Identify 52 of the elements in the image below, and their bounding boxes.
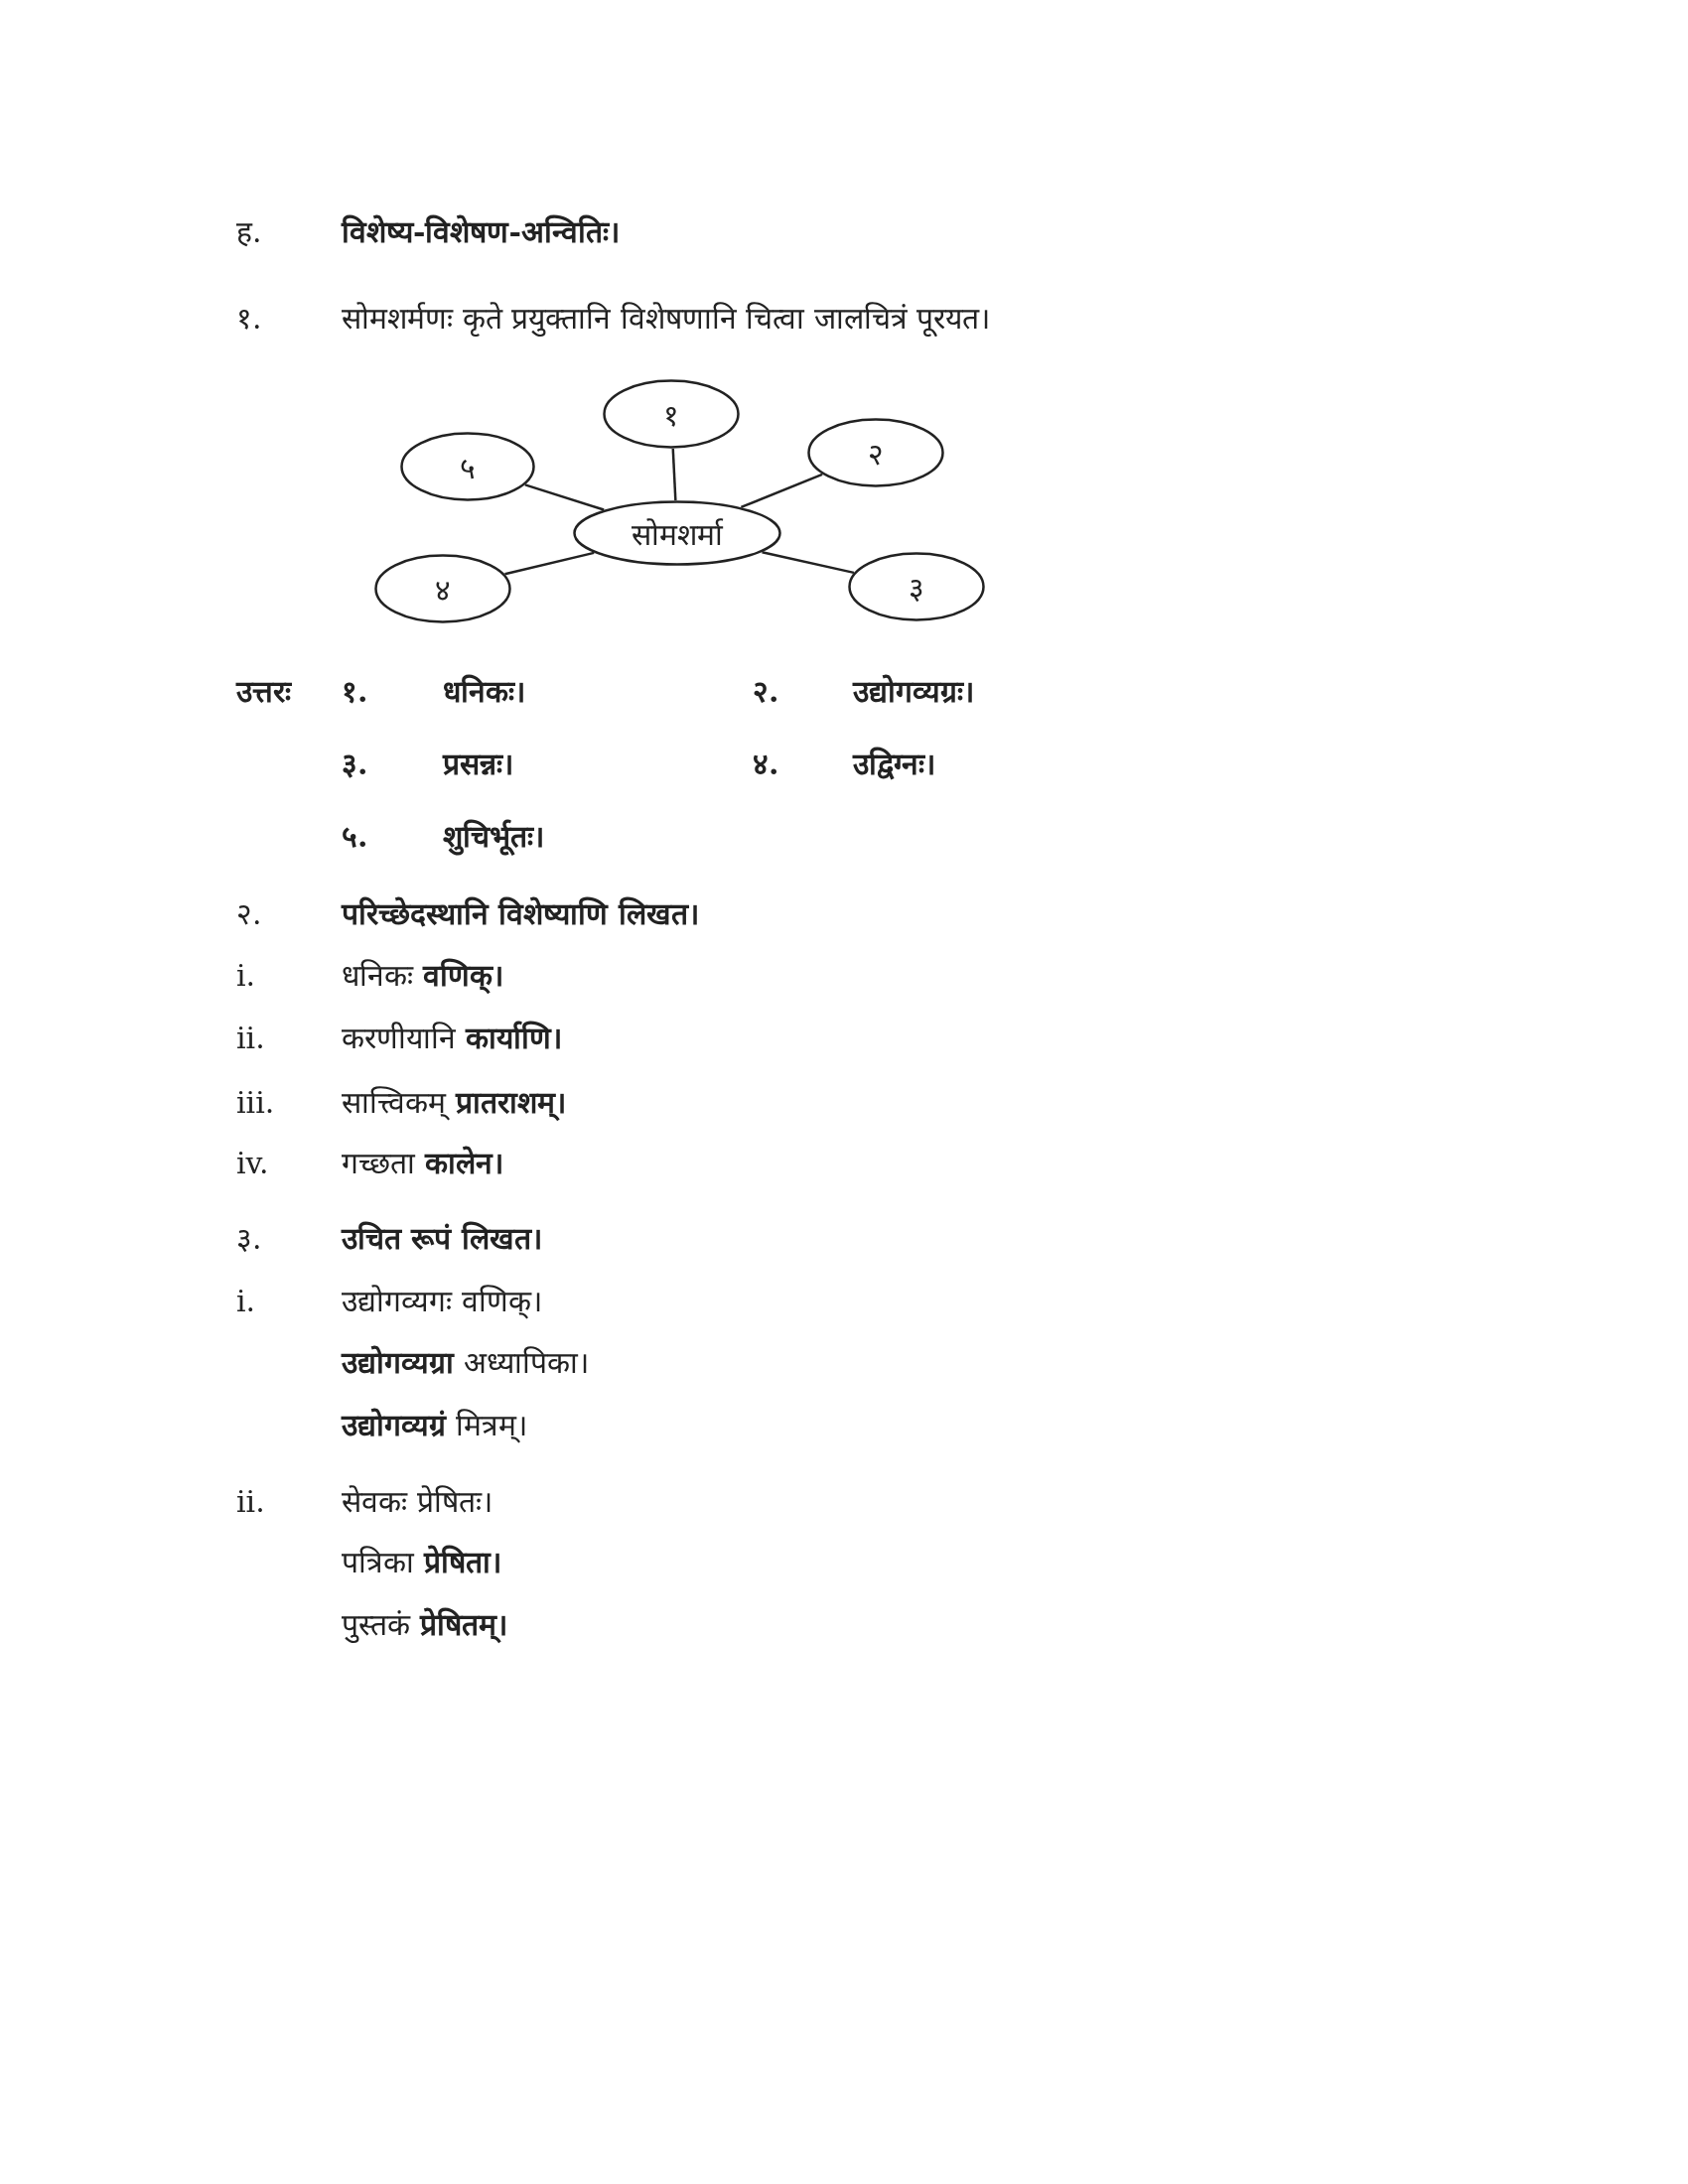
ellipse-node (374, 554, 511, 623)
item-number: ii. (236, 1483, 265, 1521)
answer-text: पत्रिका प्रेषिता। (342, 1544, 501, 1581)
answer-text: सात्त्विकम् प्रातराशम्। (342, 1084, 566, 1123)
item-number: iv. (236, 1145, 269, 1182)
answer-number: ५. (342, 818, 368, 856)
answer-number: ३. (342, 746, 368, 783)
question-number: १. (236, 300, 262, 338)
answer-number: १. (342, 673, 368, 711)
question-text: सोमशर्मणः कृते प्रयुक्तानि विशेषणानि चित्वा जालचित्रं पूरयत। (342, 300, 992, 339)
section-letter: ह. (236, 213, 262, 251)
answer-text: प्रसन्नः। (443, 746, 513, 783)
ellipse-node (400, 432, 535, 501)
question-text: उचित रूपं लिखत। (342, 1220, 542, 1258)
answer-text: पुस्तकं प्रेषितम्। (342, 1606, 507, 1645)
node-text: ३ (909, 569, 924, 608)
answer-number: ४. (753, 746, 779, 783)
ellipse-node (603, 379, 740, 449)
section-heading: विशेष्य-विशेषण-अन्वितिः। (342, 213, 620, 251)
node-text: १ (663, 396, 679, 435)
node-text: सोमशर्मा (632, 515, 723, 554)
answer-text: उद्योगव्यग्रं मित्रम्। (342, 1407, 527, 1445)
answer-text: सेवकः प्रेषितः। (342, 1483, 492, 1521)
node-text: २ (868, 435, 884, 474)
answer-text: करणीयानि कार्याणि। (342, 1020, 562, 1057)
answer-text: उद्योगव्यग्रा अध्यापिका। (342, 1344, 589, 1382)
item-number: i. (236, 1283, 256, 1320)
item-number: i. (236, 957, 256, 995)
ellipse-node (807, 418, 944, 487)
connector-line (671, 448, 677, 501)
answer-text: उद्योगव्यगः वणिक्। (342, 1283, 542, 1321)
node-text: ५ (460, 449, 476, 487)
ellipse-node (573, 500, 781, 566)
question-number: ३. (236, 1220, 262, 1258)
answer-text: धनिकः। (443, 673, 525, 711)
connector-line (504, 551, 595, 576)
connector-line (740, 473, 823, 509)
answer-text: शुचिर्भूतः। (443, 818, 544, 858)
answer-text: उद्योगव्यग्रः। (853, 673, 974, 711)
answer-text: गच्छता कालेन। (342, 1145, 503, 1182)
connector-line (762, 550, 855, 575)
ellipse-node (848, 552, 985, 621)
answer-text: धनिकः वणिक्। (342, 957, 503, 996)
item-number: iii. (236, 1084, 275, 1122)
answer-label: उत्तरः (236, 673, 291, 711)
connector-line (524, 483, 605, 511)
item-number: ii. (236, 1020, 265, 1057)
question-number: २. (236, 895, 262, 933)
answer-text: उद्विग्नः। (853, 746, 935, 783)
answer-number: २. (753, 673, 779, 711)
question-text: परिच्छेदस्थानि विशेष्याणि लिखत। (342, 895, 699, 933)
node-text: ४ (435, 571, 451, 610)
